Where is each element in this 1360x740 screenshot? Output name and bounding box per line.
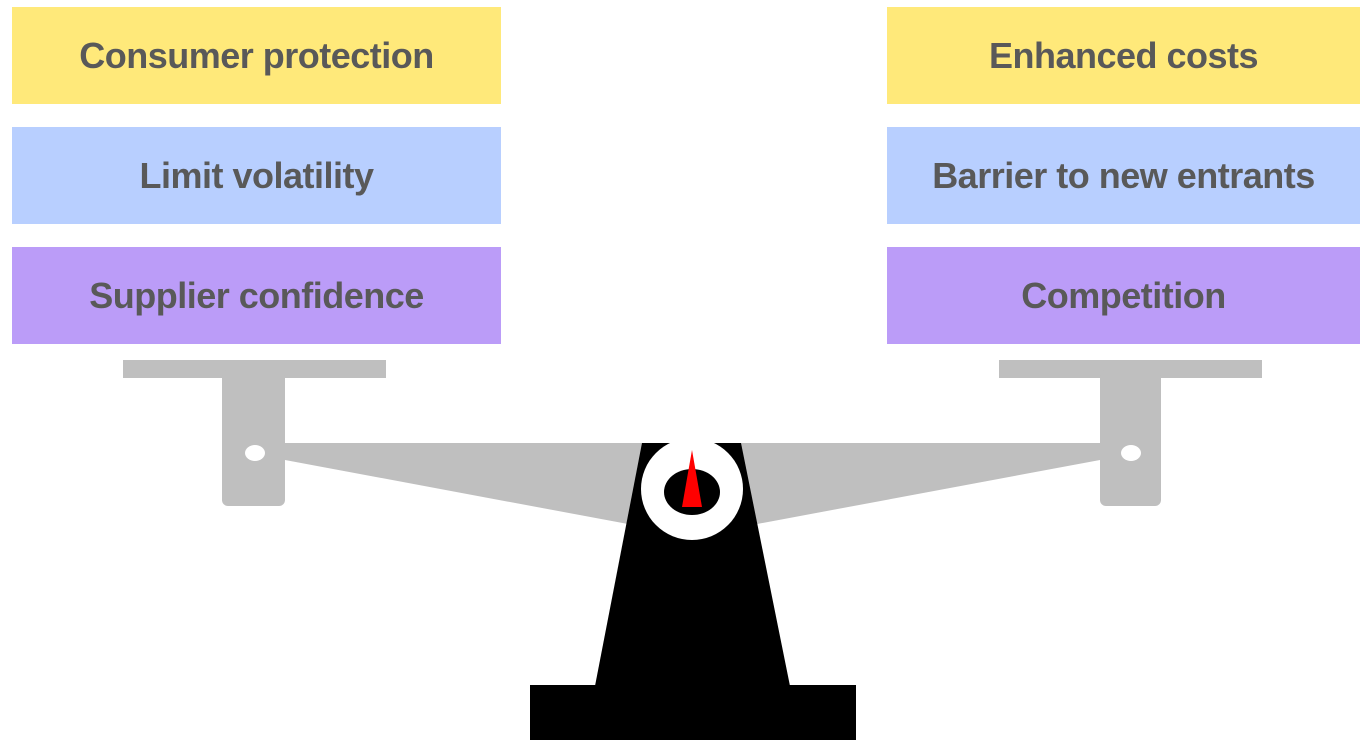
left-box-supplier-confidence: Supplier confidence (12, 247, 501, 344)
scale-needle (682, 450, 702, 507)
left-box-label: Supplier confidence (89, 274, 424, 316)
left-box-label: Consumer protection (79, 34, 434, 76)
right-box-competition: Competition (887, 247, 1360, 344)
left-pivot-hole (245, 445, 265, 461)
scale-beam-left (285, 443, 660, 530)
left-pan-plate (123, 360, 386, 378)
scale-beam-right (725, 443, 1100, 530)
left-pan-hanger (222, 370, 285, 506)
right-pan-hanger (1100, 370, 1161, 506)
right-box-barrier-to-new-entrants: Barrier to new entrants (887, 127, 1360, 224)
left-box-limit-volatility: Limit volatility (12, 127, 501, 224)
right-pivot-hole (1121, 445, 1141, 461)
right-box-enhanced-costs: Enhanced costs (887, 7, 1360, 104)
right-box-label: Enhanced costs (988, 34, 1259, 76)
left-box-consumer-protection: Consumer protection (12, 7, 501, 104)
scale-base (530, 685, 856, 740)
left-box-label: Limit volatility (139, 154, 374, 196)
right-pan-plate (999, 360, 1262, 378)
right-box-label: Barrier to new entrants (932, 154, 1315, 196)
right-box-label: Competition (1021, 274, 1226, 316)
